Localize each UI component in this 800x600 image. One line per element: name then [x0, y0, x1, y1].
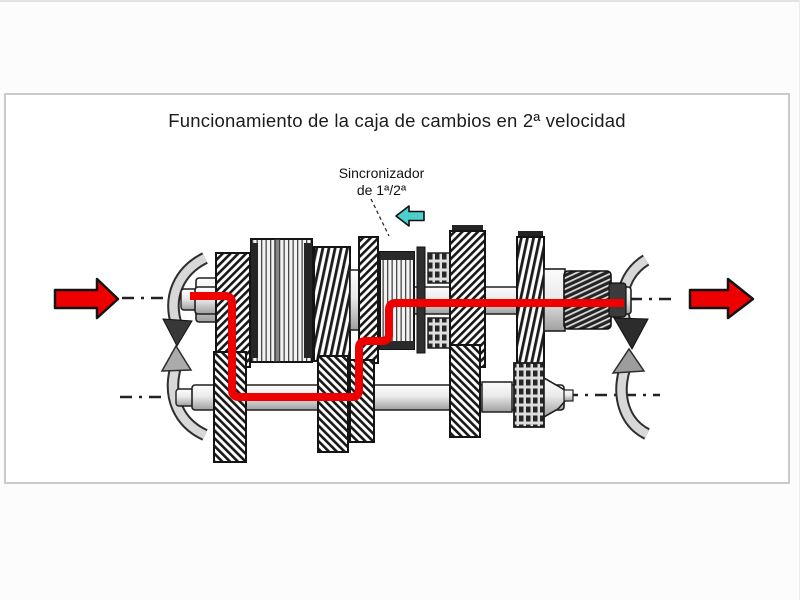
synchro-drum-3-4 [250, 238, 313, 363]
diagram-title: Funcionamiento de la caja de cambios en … [168, 110, 626, 131]
synchronizer-leader-line [370, 198, 390, 237]
synchro-teeth-upper [427, 252, 453, 284]
synchronizer-label-line1: Sincronizador [338, 165, 425, 181]
third-gear [313, 246, 351, 362]
gearbox-illustration [175, 225, 632, 463]
counter-shaft-end [563, 389, 574, 402]
counter-first-gear [449, 344, 481, 438]
input-arrow-icon [53, 277, 120, 320]
rotation-arrow-bottom-left-icon [160, 344, 208, 441]
synchro-teeth-lower [427, 317, 453, 349]
counter-collar [481, 381, 513, 413]
power-flow-path [190, 292, 624, 401]
synchronizer-label: Sincronizador de 1ª/2ª [294, 165, 469, 199]
counter-third-gear [317, 355, 349, 453]
synchro-arrow-icon [395, 205, 425, 227]
rotation-arrow-bottom-right-icon [611, 347, 651, 440]
page-top-edge [0, 0, 800, 2]
synchronizer-label-line2: de 1ª/2ª [356, 182, 407, 198]
counter-spur-gear [513, 362, 545, 428]
rotation-arrow-top-left-icon [162, 252, 209, 348]
output-arrow-icon [688, 277, 755, 320]
counter-shaft-taper [543, 376, 567, 419]
